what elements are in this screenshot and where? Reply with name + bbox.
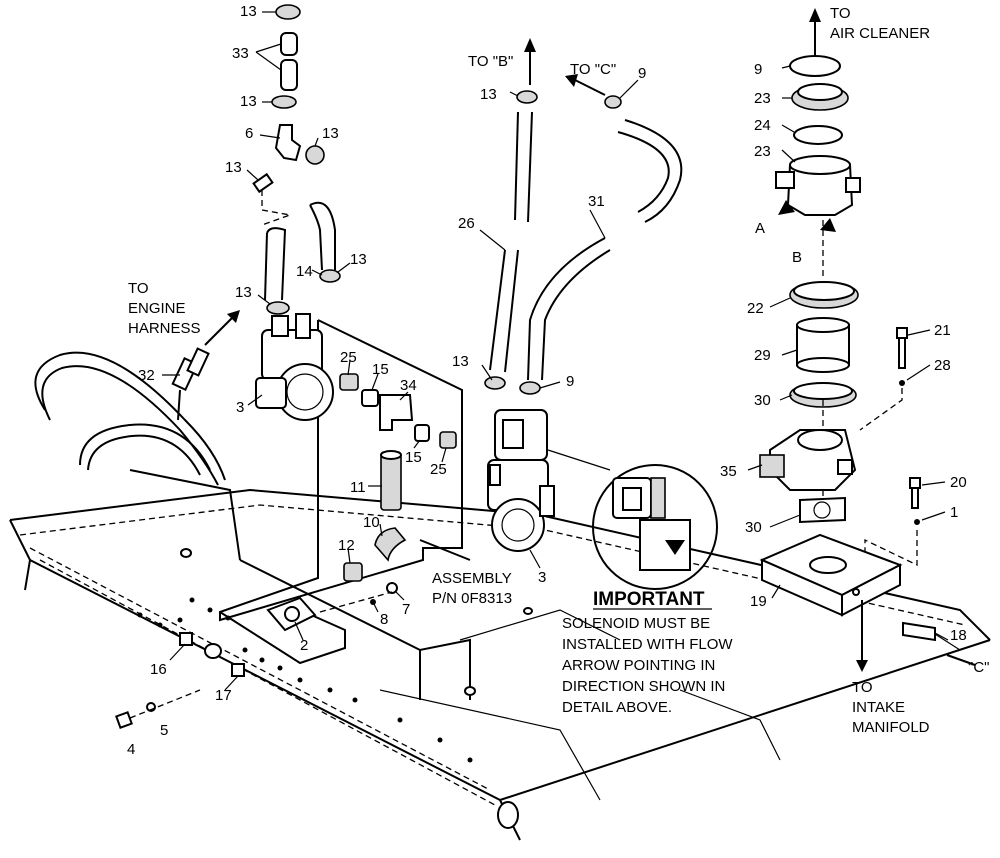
- detail-callout: [547, 449, 718, 590]
- label-to-air-cleaner-1: TO: [830, 5, 851, 22]
- callout-13: 13: [452, 353, 469, 370]
- frame-rail: [9, 469, 991, 841]
- callout-13: 13: [322, 125, 339, 142]
- label-assembly-2: P/N 0F8313: [432, 590, 512, 607]
- label-to-intake-3: MANIFOLD: [852, 719, 930, 736]
- label-letter-b: B: [792, 249, 802, 266]
- center-hoses: [479, 90, 683, 395]
- callout-13: 13: [240, 3, 257, 20]
- label-to-air-cleaner-2: AIR CLEANER: [830, 25, 930, 42]
- label-assembly-1: ASSEMBLY: [432, 570, 512, 587]
- direction-arrows: [204, 38, 976, 666]
- callout-12: 12: [338, 537, 355, 554]
- callout-21: 29: [754, 347, 771, 364]
- gas-valve-left: [255, 313, 334, 421]
- callout-18: 19: [750, 593, 767, 610]
- label-to-engine-harness-3: HARNESS: [128, 320, 201, 337]
- callout-9: 9: [566, 373, 574, 390]
- upper-left-hose-assembly: [252, 4, 341, 315]
- important-line-3: ARROW POINTING IN: [562, 657, 715, 674]
- callout-13: 13: [235, 284, 252, 301]
- callout-23: 9: [754, 61, 762, 78]
- label-to-engine-harness-2: ENGINE: [128, 300, 186, 317]
- callout-14: 14: [296, 263, 313, 280]
- callout-11: 11: [350, 479, 366, 496]
- callout-13: 13: [240, 93, 257, 110]
- callout-35: 30: [754, 392, 771, 409]
- label-to-intake-2: INTAKE: [852, 699, 905, 716]
- callout-1: 20: [950, 474, 967, 491]
- callout-2: 2: [300, 637, 308, 654]
- bolt-washer: [115, 689, 201, 729]
- wiring-harness: [34, 347, 226, 486]
- label-to-b: TO "B": [468, 53, 513, 70]
- callout-31: 31: [588, 193, 605, 210]
- callout-15: 15: [405, 449, 422, 466]
- text-labels: TO AIR CLEANER TO "B" TO "C" TO ENGINE H…: [128, 5, 989, 736]
- callout-27: 18: [950, 627, 967, 644]
- callout-numbers: 13 33 13 6 13 13 14 13 13 32 3 25 15 34 …: [127, 3, 967, 758]
- important-line-5: DETAIL ABOVE.: [562, 699, 672, 716]
- label-to-c: TO "C": [570, 61, 616, 78]
- callout-34: 34: [400, 377, 417, 394]
- callout-19: 30: [745, 519, 762, 536]
- callout-15: 15: [372, 361, 389, 378]
- callout-13: 13: [225, 159, 242, 176]
- leader-lines: [162, 11, 949, 691]
- callout-3: 3: [538, 569, 546, 586]
- callout-32: 32: [138, 367, 155, 384]
- callout-10: 10: [363, 514, 380, 531]
- callout-25: 25: [430, 461, 447, 478]
- callout-7: 7: [402, 601, 410, 618]
- important-title: IMPORTANT: [593, 589, 705, 610]
- gas-valve-center: [487, 409, 555, 552]
- callout-16: 16: [150, 661, 167, 678]
- callout-3: 3: [236, 399, 244, 416]
- label-letter-a: A: [755, 220, 765, 237]
- callout-26: 26: [458, 215, 475, 232]
- callout-13: 13: [350, 251, 367, 268]
- air-cleaner-stack: [759, 8, 961, 672]
- callout-20: 35: [720, 463, 737, 480]
- callout-22: 23: [754, 143, 771, 160]
- callout-9: 9: [638, 65, 646, 82]
- assembly-outline: [219, 319, 463, 665]
- callout-33: 33: [232, 45, 249, 62]
- assembly-fittings: [266, 373, 457, 632]
- callout-30: 28: [934, 357, 951, 374]
- callout-29: 22: [747, 300, 764, 317]
- label-to-engine-harness-1: TO: [128, 280, 149, 297]
- important-line-1: SOLENOID MUST BE: [562, 615, 710, 632]
- label-to-intake-1: TO: [852, 679, 873, 696]
- callout-24: 23: [754, 90, 771, 107]
- callout-30: 1: [950, 504, 958, 521]
- callout-6: 6: [245, 125, 253, 142]
- callout-23: 24: [754, 117, 771, 134]
- callout-8: 8: [380, 611, 388, 628]
- callout-25: 25: [340, 349, 357, 366]
- important-line-2: INSTALLED WITH FLOW: [562, 636, 733, 653]
- callout-17: 17: [215, 687, 232, 704]
- callout-5: 5: [160, 722, 168, 739]
- callout-4: 4: [127, 741, 135, 758]
- callout-28: 21: [934, 322, 951, 339]
- callout-13: 13: [480, 86, 497, 103]
- important-line-4: DIRECTION SHOWN IN: [562, 678, 725, 695]
- label-c-quote: "C": [968, 659, 989, 676]
